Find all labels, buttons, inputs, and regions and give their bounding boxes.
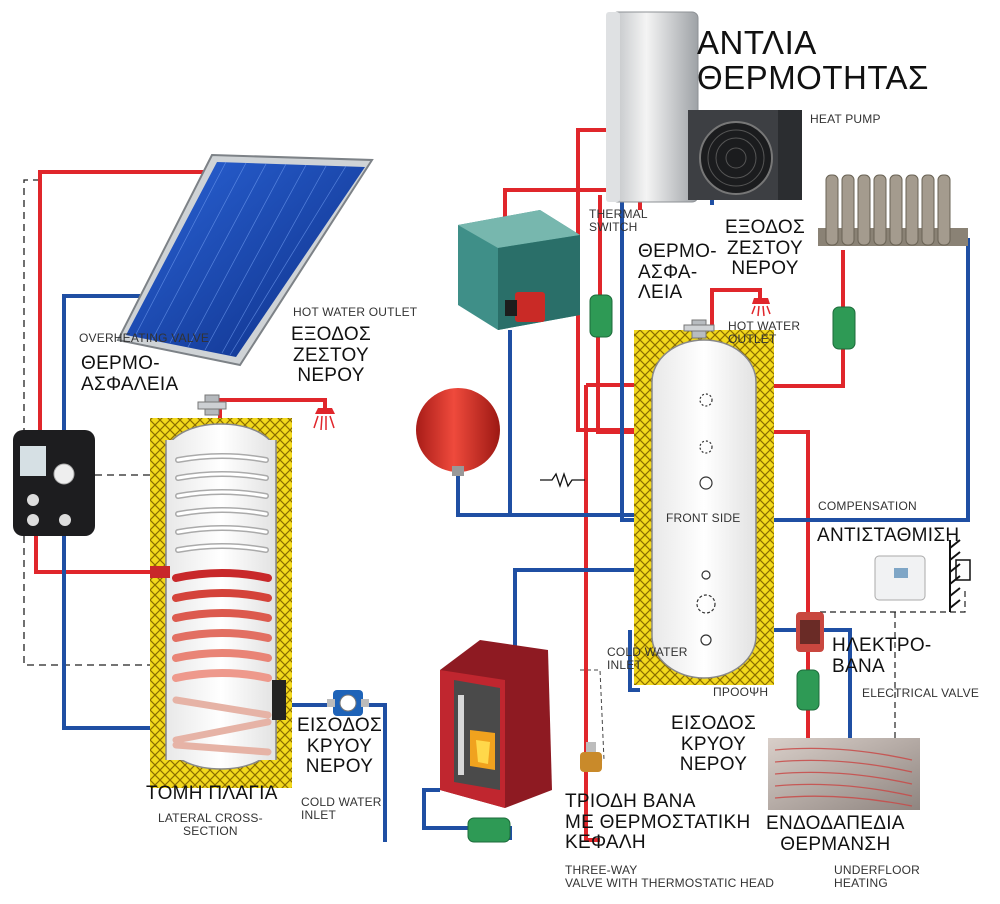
gas-boiler <box>458 210 580 330</box>
three-way-valve <box>580 742 602 772</box>
hot-pipe-loop <box>596 300 640 434</box>
solar-controller <box>13 430 95 536</box>
cold-inlet-right-en: COLD WATER INLET <box>607 645 688 672</box>
hot-outlet-right-label: ΕΞΟΔΟΣ ΖΕΣΤΟΥ ΝΕΡΟΥ <box>725 217 806 280</box>
cold-inlet-right-label: ΕΙΣΟΔΟΣ ΚΡΥΟΥ ΝΕΡΟΥ <box>671 713 756 776</box>
thermal-switch-label: THERMAL SWITCH <box>589 207 648 234</box>
underfloor-heating-en: UNDERFLOOR HEATING <box>834 863 921 890</box>
left-shower-head <box>313 408 335 431</box>
lateral-tank <box>150 394 335 788</box>
solar-hot-pipe-to-coil <box>34 535 150 574</box>
underfloor-heating-label: ΕΝΔΟΔΑΠΕΔΙΑ ΘΕΡΜΑΝΣΗ <box>766 813 905 855</box>
hot-outlet-left-label: ΕΞΟΔΟΣ ΖΕΣΤΟΥ ΝΕΡΟΥ <box>291 324 372 387</box>
overheat-valve-left-label: ΘΕΡΜΟ- ΑΣΦΑΛΕΙΑ <box>81 353 179 395</box>
cold-inlet-left-label: ΕΙΣΟΔΟΣ ΚΡΥΟΥ ΝΕΡΟΥ <box>297 715 382 778</box>
hot-outlet-right-en: HOT WATER OUTLET <box>728 319 801 346</box>
heat-pump-label: HEAT PUMP <box>810 112 881 126</box>
cold-pipe-expansion <box>456 470 640 517</box>
cold-pipe-wood-boiler <box>513 568 642 650</box>
electrical-valve <box>796 612 824 652</box>
tank-hot-outlet <box>710 288 762 345</box>
three-way-valve-en: THREE-WAY VALVE WITH THERMOSTATIC HEAD <box>565 863 775 890</box>
left-hot-outlet-pipe <box>218 398 327 420</box>
lateral-section-label: ΤΟΜΗ ΠΛΑΓΙΑ <box>146 783 278 804</box>
water-meter <box>327 690 369 716</box>
circulator-pumps <box>467 294 856 843</box>
control-wire-right <box>820 590 966 613</box>
front-view-label: ΠΡΟΟΨΗ <box>713 685 769 699</box>
cold-inlet-right <box>628 630 640 692</box>
thermostat-resistor <box>540 471 585 489</box>
wood-boiler <box>440 640 552 808</box>
cold-inlet-left-en: COLD WATER INLET <box>301 795 382 822</box>
compensation-sensor <box>874 539 971 612</box>
solar-hot-pipe <box>38 170 255 430</box>
radiator <box>818 174 968 246</box>
electrical-valve-label: ΗΛΕΚΤΡΟ- ΒΑΝΑ <box>832 635 932 677</box>
hot-pipe-lower <box>584 385 600 842</box>
lateral-section-en: LATERAL CROSS- SECTION <box>158 811 263 838</box>
compensation-label: ΑΝΤΙΣΤΑΘΜΙΣΗ <box>817 525 960 546</box>
three-way-valve-label: ΤΡΙΟΔΗ ΒΑΝΑ ΜΕ ΘΕΡΜΟΣΤΑΤΙΚΗ ΚΕΦΑΛΗ <box>565 791 751 854</box>
underfloor-heating <box>768 738 920 810</box>
front-side-label: FRONT SIDE <box>666 511 741 525</box>
front-tank <box>634 319 774 685</box>
solar-cold-pipe <box>62 294 140 430</box>
electrical-valve-en: ELECTRICAL VALVE <box>862 686 980 700</box>
overheat-valve-right-label: ΘΕΡΜΟ- ΑΣΦΑ- ΛΕΙΑ <box>638 241 717 304</box>
heat-pump-outdoor-unit <box>688 110 802 200</box>
expansion-tank <box>416 388 500 476</box>
compensation-en: COMPENSATION <box>818 499 917 513</box>
solar-panel <box>116 153 374 367</box>
solar-cold-return <box>62 535 155 730</box>
overheat-valve-left-en: OVERHEATING VALVE <box>79 331 210 345</box>
radiator-return-hot <box>770 250 845 388</box>
control-wire-left <box>23 179 160 666</box>
right-shower-head <box>751 298 771 317</box>
heat-pump-indoor-unit <box>606 11 699 203</box>
left-cold-inlet-pipe <box>290 703 387 842</box>
heat-pump-title: ΑΝΤΛΙΑ ΘΕΡΜΟΤΗΤΑΣ <box>697 24 929 96</box>
hot-outlet-left-en: HOT WATER OUTLET <box>293 305 418 319</box>
